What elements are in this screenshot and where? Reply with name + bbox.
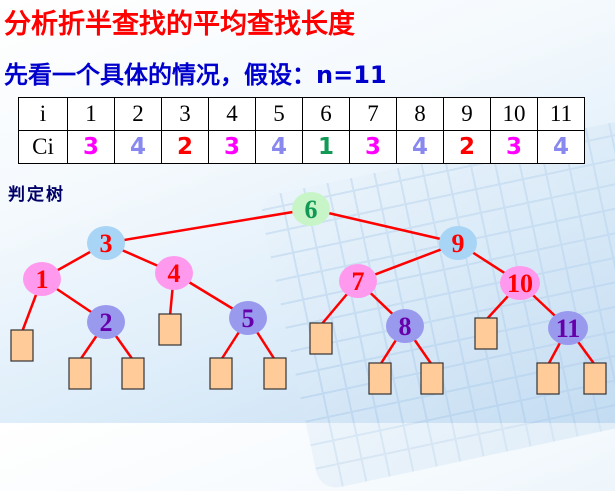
node-circle <box>386 309 424 343</box>
tree-leaves <box>10 313 607 395</box>
node-label: 7 <box>352 267 365 296</box>
table-row-ci: Ci 3 4 2 3 4 1 3 4 2 3 4 <box>18 130 585 164</box>
external-leaf-node <box>583 362 607 395</box>
tree-node-5: 5 <box>229 301 267 335</box>
node-label: 6 <box>305 195 318 224</box>
node-label: 2 <box>100 308 113 337</box>
node-circle <box>439 226 477 260</box>
node-label: 9 <box>452 229 465 258</box>
ci-cell: 2 <box>443 130 491 164</box>
ci-cell: 3 <box>490 130 538 164</box>
node-circle <box>155 256 193 290</box>
i-cell: 2 <box>114 97 162 131</box>
i-cell: 7 <box>349 97 397 131</box>
i-cell: 10 <box>490 97 538 131</box>
tree-node-11: 11 <box>548 311 588 345</box>
external-leaf-node <box>158 313 182 346</box>
table-row-i: i 1 2 3 4 5 6 7 8 9 10 11 <box>18 97 585 131</box>
external-leaf-node <box>420 362 444 395</box>
tree-nodes: 1 2 3 4 5 6 7 8 9 10 11 <box>23 192 588 345</box>
external-leaf-node <box>368 362 392 395</box>
external-leaf-node <box>10 329 34 362</box>
comparison-count-table: i 1 2 3 4 5 6 7 8 9 10 11 Ci 3 4 2 3 4 1… <box>18 97 585 164</box>
node-circle <box>229 301 267 335</box>
node-circle <box>339 264 377 298</box>
node-label: 8 <box>399 312 412 341</box>
tree-node-2: 2 <box>87 305 125 339</box>
i-cell: 4 <box>208 97 256 131</box>
tree-node-4: 4 <box>155 256 193 290</box>
decision-tree: 1 2 3 4 5 6 7 8 9 10 11 <box>10 192 607 395</box>
ci-cell: 3 <box>208 130 256 164</box>
tree-node-6: 6 <box>292 192 330 226</box>
external-leaf-node <box>536 362 560 395</box>
decision-tree-label: 判定树 <box>8 185 65 205</box>
tree-node-10: 10 <box>500 266 540 300</box>
external-leaf-node <box>68 357 92 390</box>
i-cell: 9 <box>443 97 491 131</box>
tree-edge <box>105 207 312 245</box>
node-circle <box>292 192 330 226</box>
tree-edge <box>310 207 459 245</box>
node-label: 3 <box>100 229 113 258</box>
i-cell: 11 <box>537 97 585 131</box>
slide-title: 分析折半查找的平均查找长度 <box>4 9 355 40</box>
tree-node-7: 7 <box>339 264 377 298</box>
external-leaf-node <box>474 317 498 350</box>
external-leaf-node <box>209 357 233 390</box>
tree-node-3: 3 <box>87 226 125 260</box>
node-label: 10 <box>507 269 533 298</box>
ci-cell: 3 <box>67 130 115 164</box>
external-leaf-node <box>309 322 333 355</box>
node-label: 1 <box>36 265 49 294</box>
node-label: 11 <box>556 314 581 343</box>
node-circle <box>87 226 125 260</box>
row-header-i: i <box>18 97 68 131</box>
tree-node-9: 9 <box>439 226 477 260</box>
node-circle <box>548 311 588 345</box>
ci-cell: 1 <box>302 130 350 164</box>
slide-subtitle: 先看一个具体的情况，假设：n=11 <box>4 61 387 89</box>
node-circle <box>500 266 540 300</box>
node-label: 5 <box>242 304 255 333</box>
ci-cell: 4 <box>396 130 444 164</box>
external-leaf-node <box>121 357 145 390</box>
node-circle <box>23 262 61 296</box>
node-circle <box>87 305 125 339</box>
ci-cell: 3 <box>349 130 397 164</box>
external-leaf-node <box>263 357 287 390</box>
tree-node-1: 1 <box>23 262 61 296</box>
tree-node-8: 8 <box>386 309 424 343</box>
ci-cell: 4 <box>114 130 162 164</box>
i-cell: 3 <box>161 97 209 131</box>
ci-cell: 4 <box>537 130 585 164</box>
i-cell: 1 <box>67 97 115 131</box>
node-label: 4 <box>168 259 181 288</box>
ci-cell: 2 <box>161 130 209 164</box>
i-cell: 5 <box>255 97 303 131</box>
